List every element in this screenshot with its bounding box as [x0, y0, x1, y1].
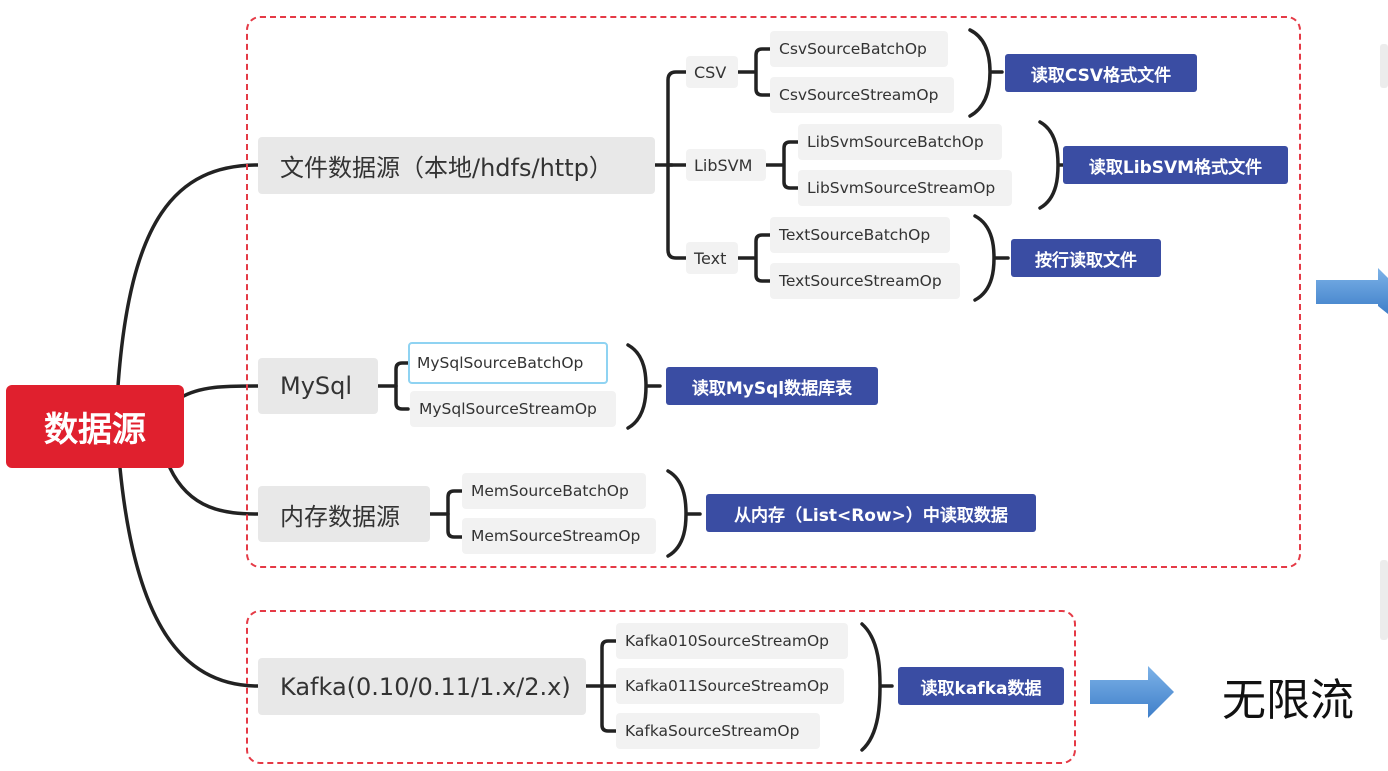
leaf-mem-stream[interactable]: MemSourceStreamOp	[462, 518, 656, 554]
root-node[interactable]: 数据源	[6, 385, 184, 468]
note-memory[interactable]: 从内存（List<Row>）中读取数据	[706, 494, 1036, 532]
leaf-label: MemSourceStreamOp	[471, 527, 641, 545]
note-label: 读取MySql数据库表	[691, 378, 853, 399]
leaf-libsvm-stream[interactable]: LibSvmSourceStreamOp	[798, 170, 1012, 206]
note-csv[interactable]: 读取CSV格式文件	[1005, 54, 1197, 92]
libsvm-label: LibSVM	[694, 155, 753, 175]
leaf-kafka-stream[interactable]: KafkaSourceStreamOp	[616, 713, 820, 749]
root-label: 数据源	[44, 410, 146, 450]
leaf-label: LibSvmSourceStreamOp	[807, 179, 996, 197]
leaf-label: TextSourceStreamOp	[779, 272, 942, 290]
memory-source-node[interactable]: 内存数据源	[258, 486, 430, 542]
note-label: 读取LibSVM格式文件	[1088, 157, 1263, 178]
leaf-text-batch[interactable]: TextSourceBatchOp	[770, 217, 950, 253]
leaf-csv-stream[interactable]: CsvSourceStreamOp	[770, 77, 954, 113]
arrow-to-unbounded	[1090, 666, 1174, 718]
edge-libsvm-bracket	[782, 140, 800, 190]
leaf-label: CsvSourceBatchOp	[779, 40, 927, 58]
bounded-sources-group	[246, 16, 1301, 568]
note-label: 按行读取文件	[1035, 250, 1137, 271]
edge-csv-bracket	[754, 47, 772, 97]
leaf-libsvm-batch[interactable]: LibSvmSourceBatchOp	[798, 124, 1002, 160]
leaf-mysql-batch[interactable]: MySqlSourceBatchOp	[408, 342, 608, 384]
kafka-node[interactable]: Kafka(0.10/0.11/1.x/2.x)	[258, 658, 586, 715]
leaf-label: MySqlSourceStreamOp	[419, 400, 597, 418]
edge-text-bracket	[754, 233, 772, 283]
kafka-label: Kafka(0.10/0.11/1.x/2.x)	[280, 672, 571, 701]
edge-mem-bracket	[446, 489, 464, 539]
note-label: 读取kafka数据	[920, 678, 1042, 699]
brace-kafka	[860, 622, 894, 752]
offscreen-node	[1380, 560, 1388, 640]
file-source-node[interactable]: 文件数据源（本地/hdfs/http）	[258, 137, 655, 194]
leaf-mysql-stream[interactable]: MySqlSourceStreamOp	[410, 391, 616, 427]
memory-source-label: 内存数据源	[280, 502, 400, 531]
note-text[interactable]: 按行读取文件	[1011, 239, 1161, 277]
brace-text	[973, 214, 1010, 302]
edge-root-mysql	[178, 384, 260, 400]
file-source-label: 文件数据源（本地/hdfs/http）	[280, 154, 613, 182]
mysql-label: MySql	[280, 372, 353, 400]
note-libsvm[interactable]: 读取LibSVM格式文件	[1063, 146, 1288, 184]
arrow-right-edge	[1316, 268, 1388, 314]
edge-root-kafka	[118, 466, 260, 688]
unbounded-sources-group	[246, 610, 1076, 764]
note-kafka[interactable]: 读取kafka数据	[898, 667, 1064, 705]
edge-root-mem	[168, 466, 260, 516]
leaf-label: LibSvmSourceBatchOp	[807, 133, 984, 151]
leaf-mem-batch[interactable]: MemSourceBatchOp	[462, 473, 646, 509]
csv-label: CSV	[694, 62, 727, 82]
note-label: 读取CSV格式文件	[1030, 65, 1172, 86]
leaf-kafka011-stream[interactable]: Kafka011SourceStreamOp	[616, 668, 844, 704]
edge-root-file	[116, 163, 260, 388]
brace-mysql	[626, 343, 662, 430]
offscreen-node	[1380, 44, 1388, 88]
leaf-label: KafkaSourceStreamOp	[625, 722, 800, 740]
leaf-label: CsvSourceStreamOp	[779, 86, 939, 104]
leaf-kafka010-stream[interactable]: Kafka010SourceStreamOp	[616, 623, 848, 659]
note-mysql[interactable]: 读取MySql数据库表	[666, 367, 878, 405]
brace-mem	[666, 469, 702, 558]
note-label: 从内存（List<Row>）中读取数据	[734, 505, 1008, 526]
leaf-label: TextSourceBatchOp	[779, 226, 931, 244]
libsvm-node[interactable]: LibSVM	[686, 149, 766, 181]
csv-node[interactable]: CSV	[686, 56, 738, 88]
unbounded-stream-label: 无限流	[1222, 675, 1354, 726]
leaf-label: Kafka010SourceStreamOp	[625, 632, 829, 650]
mysql-node[interactable]: MySql	[258, 358, 378, 414]
leaf-label: Kafka011SourceStreamOp	[625, 677, 829, 695]
leaf-label: MySqlSourceBatchOp	[417, 354, 584, 372]
text-node[interactable]: Text	[686, 242, 738, 274]
text-label: Text	[694, 248, 727, 268]
leaf-label: MemSourceBatchOp	[471, 482, 629, 500]
edge-mysql-bracket	[394, 361, 410, 411]
leaf-text-stream[interactable]: TextSourceStreamOp	[770, 263, 960, 299]
leaf-csv-batch[interactable]: CsvSourceBatchOp	[770, 31, 948, 67]
brace-csv	[968, 28, 1004, 118]
